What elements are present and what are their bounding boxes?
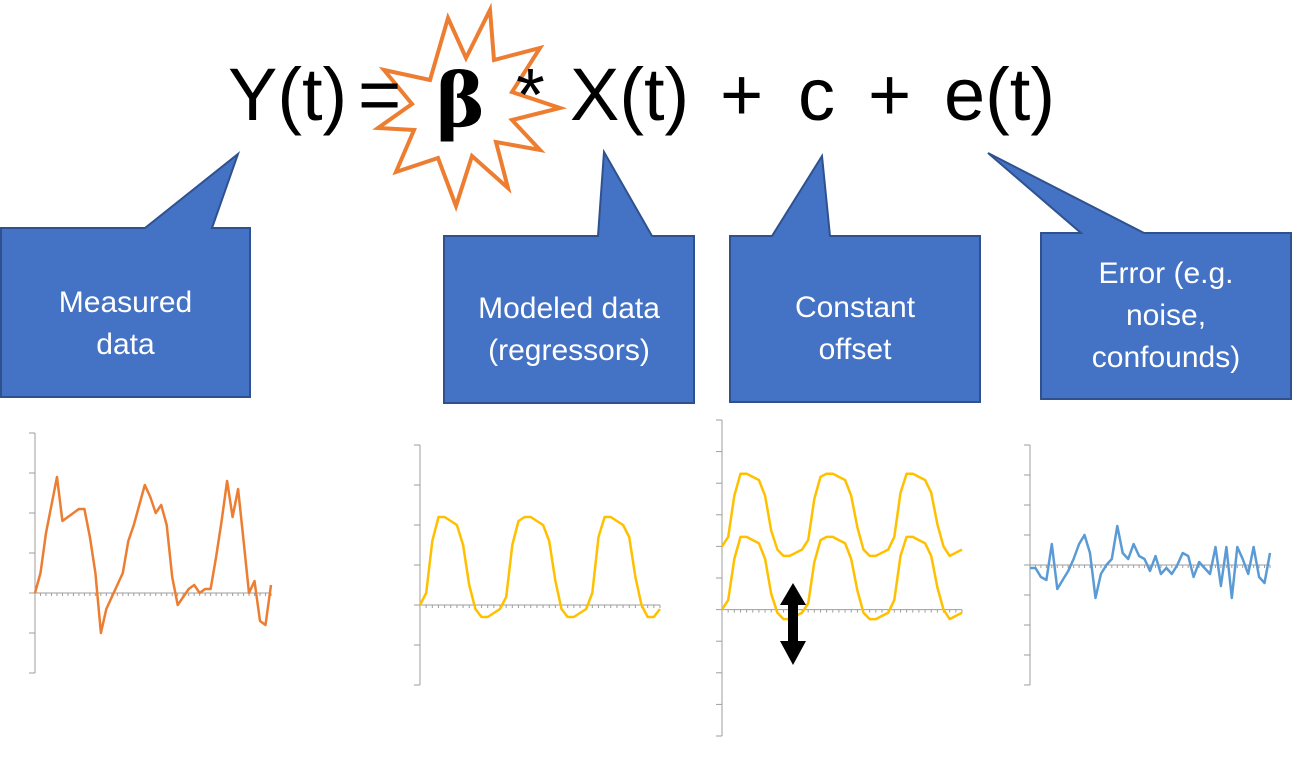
equation-plus-2: + (868, 53, 912, 136)
callout-error-label: Error (e.g. noise, confounds) (1041, 233, 1291, 399)
callout-modeled-label: Modeled data (regressors) (444, 256, 694, 403)
series-line-offset (720, 472, 963, 558)
series-line (1030, 524, 1272, 600)
series-line (720, 535, 963, 621)
chart-measured (29, 432, 273, 674)
chart-error (1024, 444, 1272, 686)
offset-double-arrow (780, 583, 806, 665)
callout-error-line3: confounds) (1091, 341, 1241, 374)
callout-modeled-line2: (regressors) (488, 333, 650, 367)
chart-offset (716, 419, 963, 737)
chart-regressor (414, 444, 661, 686)
callout-error (987, 152, 1292, 400)
callout-error-line2: noise, (1125, 299, 1207, 332)
equation-constant: c (798, 53, 835, 136)
equation-plus-1: + (720, 53, 764, 136)
equation-regressor: X(t) (570, 53, 690, 136)
callout-modeled-line1: Modeled data (478, 291, 660, 325)
equation-beta: β (436, 58, 486, 144)
equation-times: * (516, 53, 545, 136)
callout-measured-line1: Measured (58, 285, 193, 319)
callout-constant-line2: offset (818, 333, 892, 366)
callout-modeled (443, 148, 695, 404)
equation-lhs: Y(t) (228, 53, 348, 136)
series-line (418, 515, 661, 619)
callout-error-line1: Error (e.g. (1098, 257, 1234, 290)
callout-constant-label: Constant offset (730, 256, 980, 402)
series-line (33, 475, 273, 635)
equation-equals: = (358, 53, 402, 136)
callout-constant-line1: Constant (794, 291, 916, 324)
callout-measured-label: Measured data (1, 250, 250, 397)
callout-measured (0, 151, 251, 398)
callout-measured-line2: data (96, 327, 155, 361)
burst-shape (372, 2, 568, 213)
equation-error: e(t) (944, 53, 1055, 136)
callout-constant (729, 152, 981, 403)
